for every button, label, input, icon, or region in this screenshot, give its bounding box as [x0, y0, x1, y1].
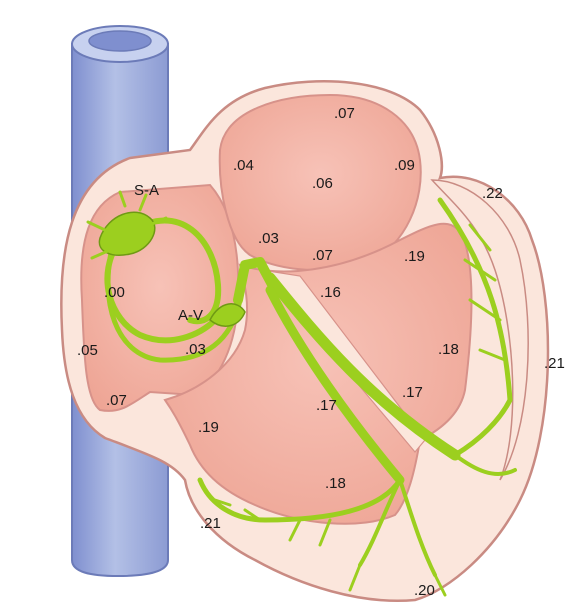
time-label: .16	[320, 284, 341, 301]
time-label: .00	[104, 284, 125, 301]
av-node	[209, 303, 246, 327]
time-label: .07	[312, 247, 333, 264]
time-label: .09	[394, 157, 415, 174]
time-label: .20	[414, 582, 435, 599]
labels: S-A A-V .07 .04 .06 .09 .22 .03 .07 .19 …	[77, 105, 565, 599]
time-label: .03	[185, 341, 206, 358]
sa-node-label: S-A	[134, 182, 159, 199]
time-label: .21	[544, 355, 565, 372]
right-ventricle-wall	[430, 179, 529, 481]
conduction-system	[104, 197, 517, 597]
time-label: .06	[312, 175, 333, 192]
time-label: .05	[77, 342, 98, 359]
left-atrium	[218, 93, 422, 272]
time-label: .03	[258, 230, 279, 247]
time-label: .18	[325, 475, 346, 492]
time-label: .17	[402, 384, 423, 401]
sa-node	[86, 190, 168, 260]
time-label: .21	[200, 515, 221, 532]
time-label: .07	[334, 105, 355, 122]
time-label: .18	[438, 341, 459, 358]
time-label: .04	[233, 157, 254, 174]
time-label: .07	[106, 392, 127, 409]
time-label: .17	[316, 397, 337, 414]
time-label: .22	[482, 185, 503, 202]
time-label: .19	[198, 419, 219, 436]
time-label: .19	[404, 248, 425, 265]
av-node-label: A-V	[178, 307, 203, 324]
